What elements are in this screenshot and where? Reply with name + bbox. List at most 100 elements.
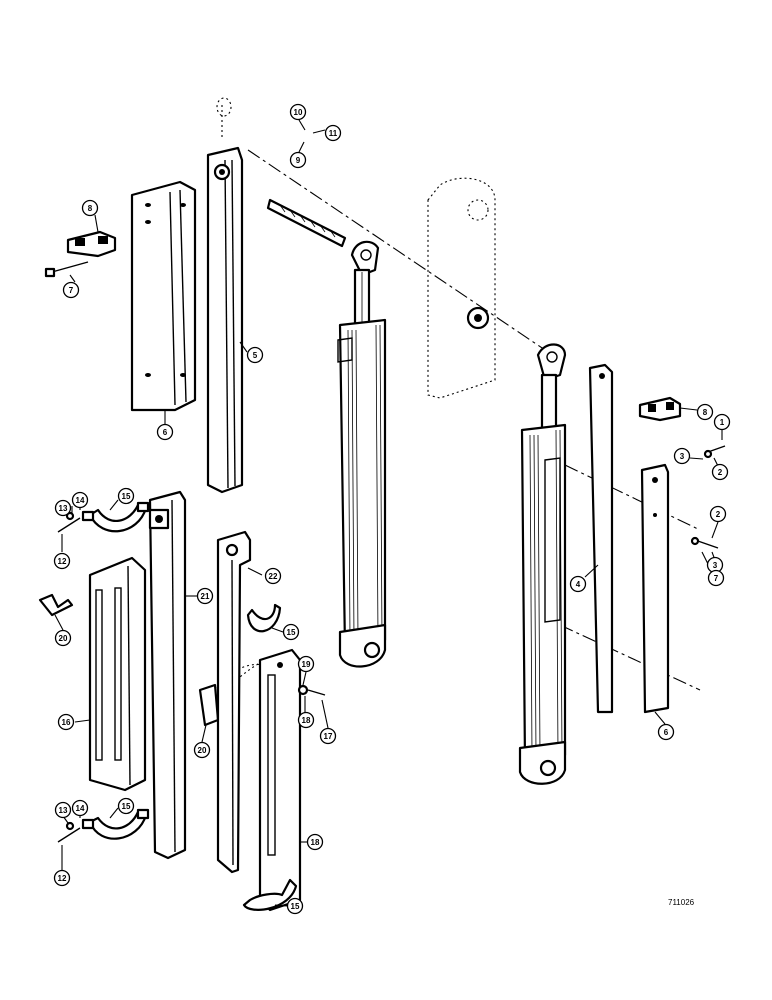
callout-number: 17 [324,732,333,741]
callout-8: 8 [81,199,99,217]
callout-13: 13 [54,801,72,819]
callout-7: 7 [62,281,80,299]
callout-bubble [289,151,307,169]
callout-number: 7 [714,574,719,583]
callout-2: 2 [711,463,729,481]
callout-2: 2 [709,505,727,523]
callout-bubble [297,655,315,673]
callout-12: 12 [53,869,71,887]
channel-21-lower [148,490,187,860]
callout-bubble [54,629,72,647]
hydraulic-cylinder-left [337,240,387,668]
callout-bubble [117,797,135,815]
callout-18: 18 [306,833,324,851]
callout-10: 10 [289,103,307,121]
callout-bubble [711,463,729,481]
bolt-upper-left [44,261,89,278]
callout-5: 5 [246,346,264,364]
callout-number: 14 [76,496,85,505]
callout-6: 6 [156,423,174,441]
callout-bubble [54,801,72,819]
callout-bubble [81,199,99,217]
callout-18: 18 [297,711,315,729]
callout-number: 19 [302,660,311,669]
callout-number: 18 [311,838,320,847]
callout-15: 15 [282,623,300,641]
callout-number: 5 [253,351,258,360]
callout-bubble [264,567,282,585]
callout-13: 13 [54,499,72,517]
callout-bubble [286,897,304,915]
callout-number: 13 [59,504,68,513]
channel-upper [206,146,244,494]
callout-20: 20 [193,741,211,759]
callout-6: 6 [657,723,675,741]
callout-number: 1 [720,418,725,427]
callout-bubble [57,713,75,731]
callout-number: 15 [122,492,131,501]
callout-number: 7 [69,286,74,295]
callout-22: 22 [264,567,282,585]
hardware-13-14-12-top [57,511,81,533]
clamp-upper-left [66,230,117,258]
clamp-right [638,396,682,422]
hardware-19-18-17 [297,684,326,696]
pin-ring [216,97,232,117]
callout-bubble [117,487,135,505]
callout-1: 1 [713,413,731,431]
callout-bubble [696,403,714,421]
callout-19: 19 [297,655,315,673]
pivot-pin [266,198,347,248]
callout-bubble [54,499,72,517]
callout-bubble [196,587,214,605]
angle-guard-upper-left [130,180,197,412]
callout-7: 7 [707,569,725,587]
callout-number: 3 [713,561,718,570]
callout-number: 9 [296,156,301,165]
callout-number: 8 [88,204,93,213]
callout-8: 8 [696,403,714,421]
hydraulic-cylinder-right [518,343,567,785]
strap-22-lower [216,530,252,874]
callout-bubble [569,575,587,593]
callout-bubble [71,799,89,817]
callout-number: 3 [680,452,685,461]
callout-number: 18 [302,716,311,725]
callout-number: 13 [59,806,68,815]
callout-bubble [709,505,727,523]
callout-bubble [193,741,211,759]
callout-number: 14 [76,804,85,813]
callout-number: 11 [329,129,338,138]
callout-bubble [306,833,324,851]
callout-15: 15 [117,797,135,815]
callout-bubble [246,346,264,364]
callout-16: 16 [57,713,75,731]
callout-number: 20 [198,746,207,755]
callout-number: 21 [201,592,210,601]
callout-12: 12 [53,552,71,570]
callout-15: 15 [286,897,304,915]
callout-bubble [289,103,307,121]
callout-4: 4 [569,575,587,593]
callout-number: 2 [716,510,721,519]
boom-phantom [427,177,496,399]
angle-guard-18-lower [258,648,302,912]
callout-20: 20 [54,629,72,647]
callout-bubble [713,413,731,431]
callout-bubble [319,727,337,745]
plate-right [640,463,670,714]
callout-bubble [657,723,675,741]
callout-11: 11 [324,124,342,142]
drawing-number: 711026 [668,898,695,907]
callout-15: 15 [117,487,135,505]
callout-bubble [156,423,174,441]
callout-number: 22 [269,572,278,581]
u-clamp-15-top [81,501,150,533]
callout-number: 10 [294,108,303,117]
callout-bubble [324,124,342,142]
callout-bubble [53,869,71,887]
callout-number: 15 [122,802,131,811]
callout-number: 15 [287,628,296,637]
callout-number: 12 [58,557,67,566]
